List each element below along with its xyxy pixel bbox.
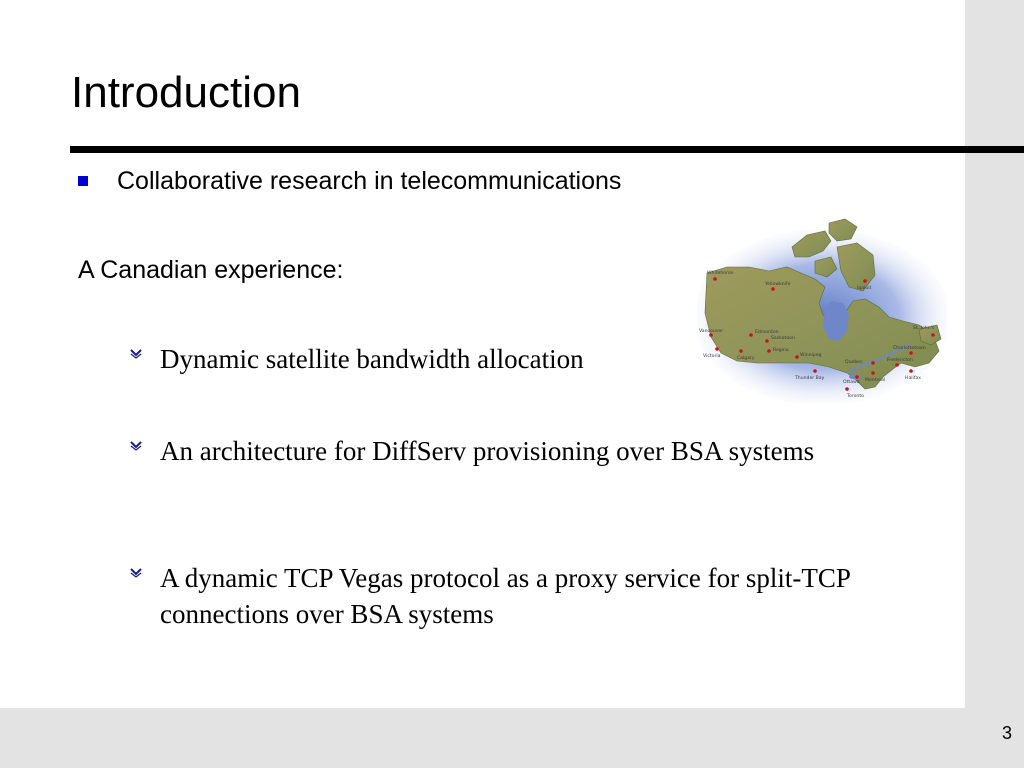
map-label: Vancouver [699, 328, 723, 334]
map-label: Victoria [703, 353, 721, 359]
map-label: Halifax [905, 375, 921, 381]
subheading: A Canadian experience: [78, 256, 344, 284]
title-rule [70, 146, 1024, 153]
map-label: Yellowknife [764, 281, 791, 287]
chevron-down-icon [130, 341, 160, 359]
map-label: Ottawa [843, 379, 860, 385]
map-label: Winnipeg [800, 352, 822, 358]
sub-bullet-item: A dynamic TCP Vegas protocol as a proxy … [130, 560, 890, 632]
map-label: Iqaluit [857, 285, 872, 291]
map-label: Calgary [737, 355, 755, 361]
map-label: Saskatoon [771, 335, 795, 341]
chevron-down-icon [130, 560, 160, 578]
bottom-margin-band [0, 708, 1024, 768]
sub-bullet-text: An architecture for DiffServ provisionin… [160, 436, 815, 466]
map-label: Quebec [845, 359, 863, 365]
map-label: Thunder Bay [794, 375, 825, 381]
map-label: Toronto [846, 393, 864, 399]
map-label: Regina [773, 347, 789, 353]
canada-map-image: Whitehorse Yellowknife Iqaluit Vancouver… [697, 218, 947, 403]
sub-bullet-item: An architecture for DiffServ provisionin… [130, 433, 890, 469]
map-label: Fredericton [887, 357, 913, 363]
slide-title: Introduction [71, 68, 301, 117]
page-number: 3 [1001, 723, 1012, 743]
sub-bullet-text: Dynamic satellite bandwidth allocation [160, 344, 584, 374]
main-bullet-text: Collaborative research in telecommunicat… [117, 167, 622, 195]
sub-bullet-text: A dynamic TCP Vegas protocol as a proxy … [160, 563, 850, 629]
map-label: Charlottetown [893, 345, 926, 351]
map-label: St. John's [913, 325, 935, 331]
sub-bullet-item: Dynamic satellite bandwidth allocation [130, 341, 890, 377]
chevron-down-icon [130, 433, 160, 451]
map-label: Whitehorse [707, 270, 733, 276]
right-margin-band [965, 0, 1024, 768]
map-label: Montreal [865, 377, 885, 383]
square-bullet-icon [78, 176, 88, 186]
map-label: Edmonton [755, 329, 779, 335]
main-bullet: Collaborative research in telecommunicat… [78, 164, 621, 198]
